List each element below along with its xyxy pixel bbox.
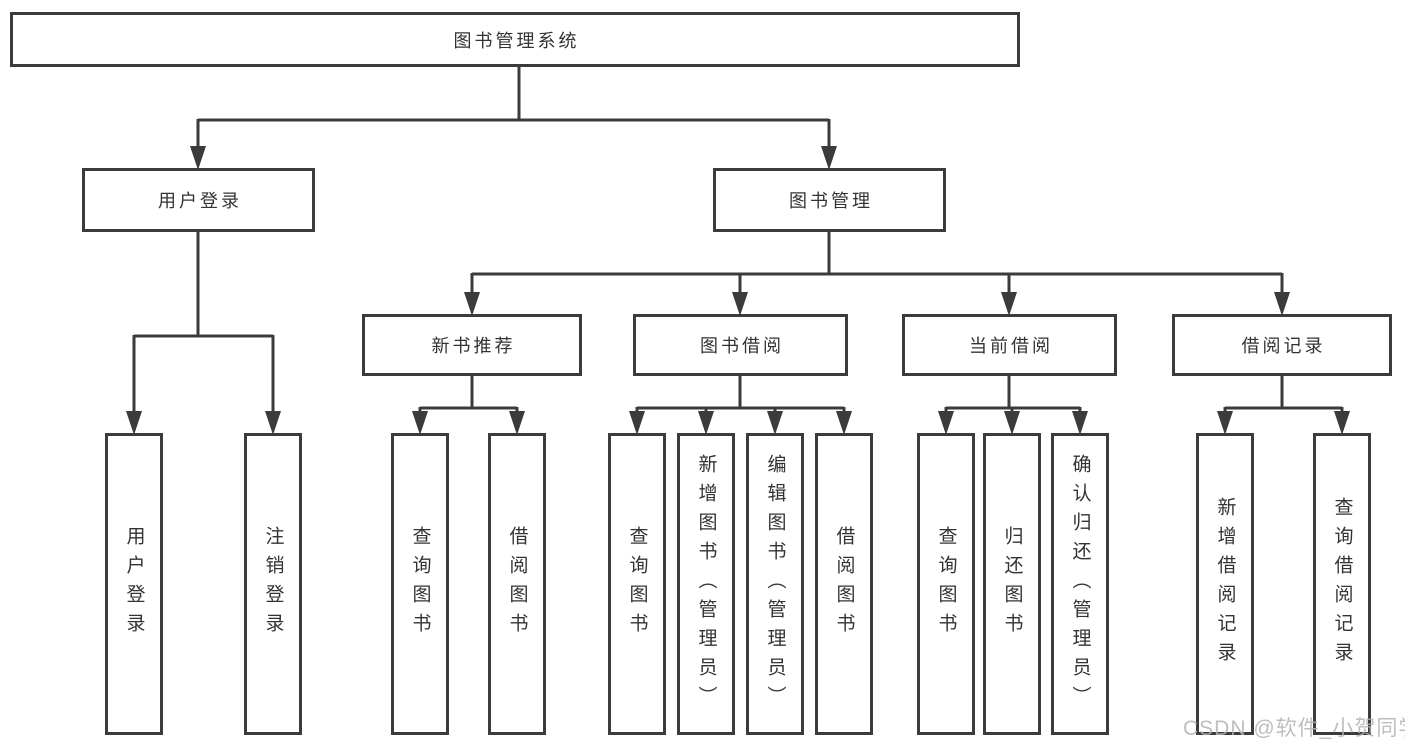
leaf-label: 查询图书 xyxy=(409,526,431,642)
leaf-label: 新增图书（管理员） xyxy=(695,453,717,715)
arrow-br-leaf-2 xyxy=(1334,407,1350,435)
leaf-label: 查询图书 xyxy=(626,526,648,642)
leaf-label: 借阅图书 xyxy=(833,526,855,642)
arrow-cb-leaf-3 xyxy=(1072,407,1088,435)
leaf-label: 确认归还（管理员） xyxy=(1069,453,1091,715)
arrow-user-login xyxy=(190,119,206,170)
node-user-login: 用户登录 xyxy=(82,168,315,232)
node-book-borrow: 图书借阅 xyxy=(633,314,848,376)
leaf-add-books-admin: 新增图书（管理员） xyxy=(677,433,735,735)
arrow-cb-leaf-2 xyxy=(1004,407,1020,435)
node-book-management: 图书管理 xyxy=(713,168,946,232)
leaf-user-login: 用户登录 xyxy=(105,433,163,735)
arrow-current-borrow xyxy=(1001,273,1017,316)
arrow-book-borrow xyxy=(732,273,748,316)
csdn-watermark: CSDN @软件_小贺同学 xyxy=(1183,717,1405,740)
leaf-query-books: 查询图书 xyxy=(917,433,975,735)
node-current-borrow: 当前借阅 xyxy=(902,314,1117,376)
leaf-query-books: 查询图书 xyxy=(608,433,666,735)
leaf-label: 编辑图书（管理员） xyxy=(764,453,786,715)
leaf-label: 查询借阅记录 xyxy=(1331,497,1353,671)
leaf-label: 用户登录 xyxy=(123,526,145,642)
arrow-book-management xyxy=(821,119,837,170)
arrow-nbr-leaf-1 xyxy=(412,407,428,435)
leaf-confirm-return-admin: 确认归还（管理员） xyxy=(1051,433,1109,735)
leaf-borrow-books: 借阅图书 xyxy=(815,433,873,735)
leaf-edit-books-admin: 编辑图书（管理员） xyxy=(746,433,804,735)
leaf-label: 归还图书 xyxy=(1001,526,1023,642)
node-library-management-system: 图书管理系统 xyxy=(10,12,1020,67)
leaf-return-books: 归还图书 xyxy=(983,433,1041,735)
node-borrow-records: 借阅记录 xyxy=(1172,314,1392,376)
leaf-add-borrow-record: 新增借阅记录 xyxy=(1196,433,1254,735)
arrow-bb-leaf-3 xyxy=(767,407,783,435)
leaf-borrow-books: 借阅图书 xyxy=(488,433,546,735)
leaf-label: 查询图书 xyxy=(935,526,957,642)
arrow-leaf-user-login xyxy=(126,335,142,435)
arrow-borrow-records xyxy=(1274,273,1290,316)
leaf-query-books: 查询图书 xyxy=(391,433,449,735)
leaf-query-borrow-record: 查询借阅记录 xyxy=(1313,433,1371,735)
leaf-logout: 注销登录 xyxy=(244,433,302,735)
leaf-label: 借阅图书 xyxy=(506,526,528,642)
node-new-book-recommend: 新书推荐 xyxy=(362,314,582,376)
arrow-new-book-recommend xyxy=(464,273,480,316)
arrow-cb-leaf-1 xyxy=(938,407,954,435)
arrow-nbr-leaf-2 xyxy=(509,407,525,435)
arrow-leaf-logout xyxy=(265,335,281,435)
leaf-label: 新增借阅记录 xyxy=(1214,497,1236,671)
leaf-label: 注销登录 xyxy=(262,526,284,642)
arrow-bb-leaf-2 xyxy=(698,407,714,435)
arrow-bb-leaf-4 xyxy=(836,407,852,435)
arrow-bb-leaf-1 xyxy=(629,407,645,435)
arrow-br-leaf-1 xyxy=(1217,407,1233,435)
